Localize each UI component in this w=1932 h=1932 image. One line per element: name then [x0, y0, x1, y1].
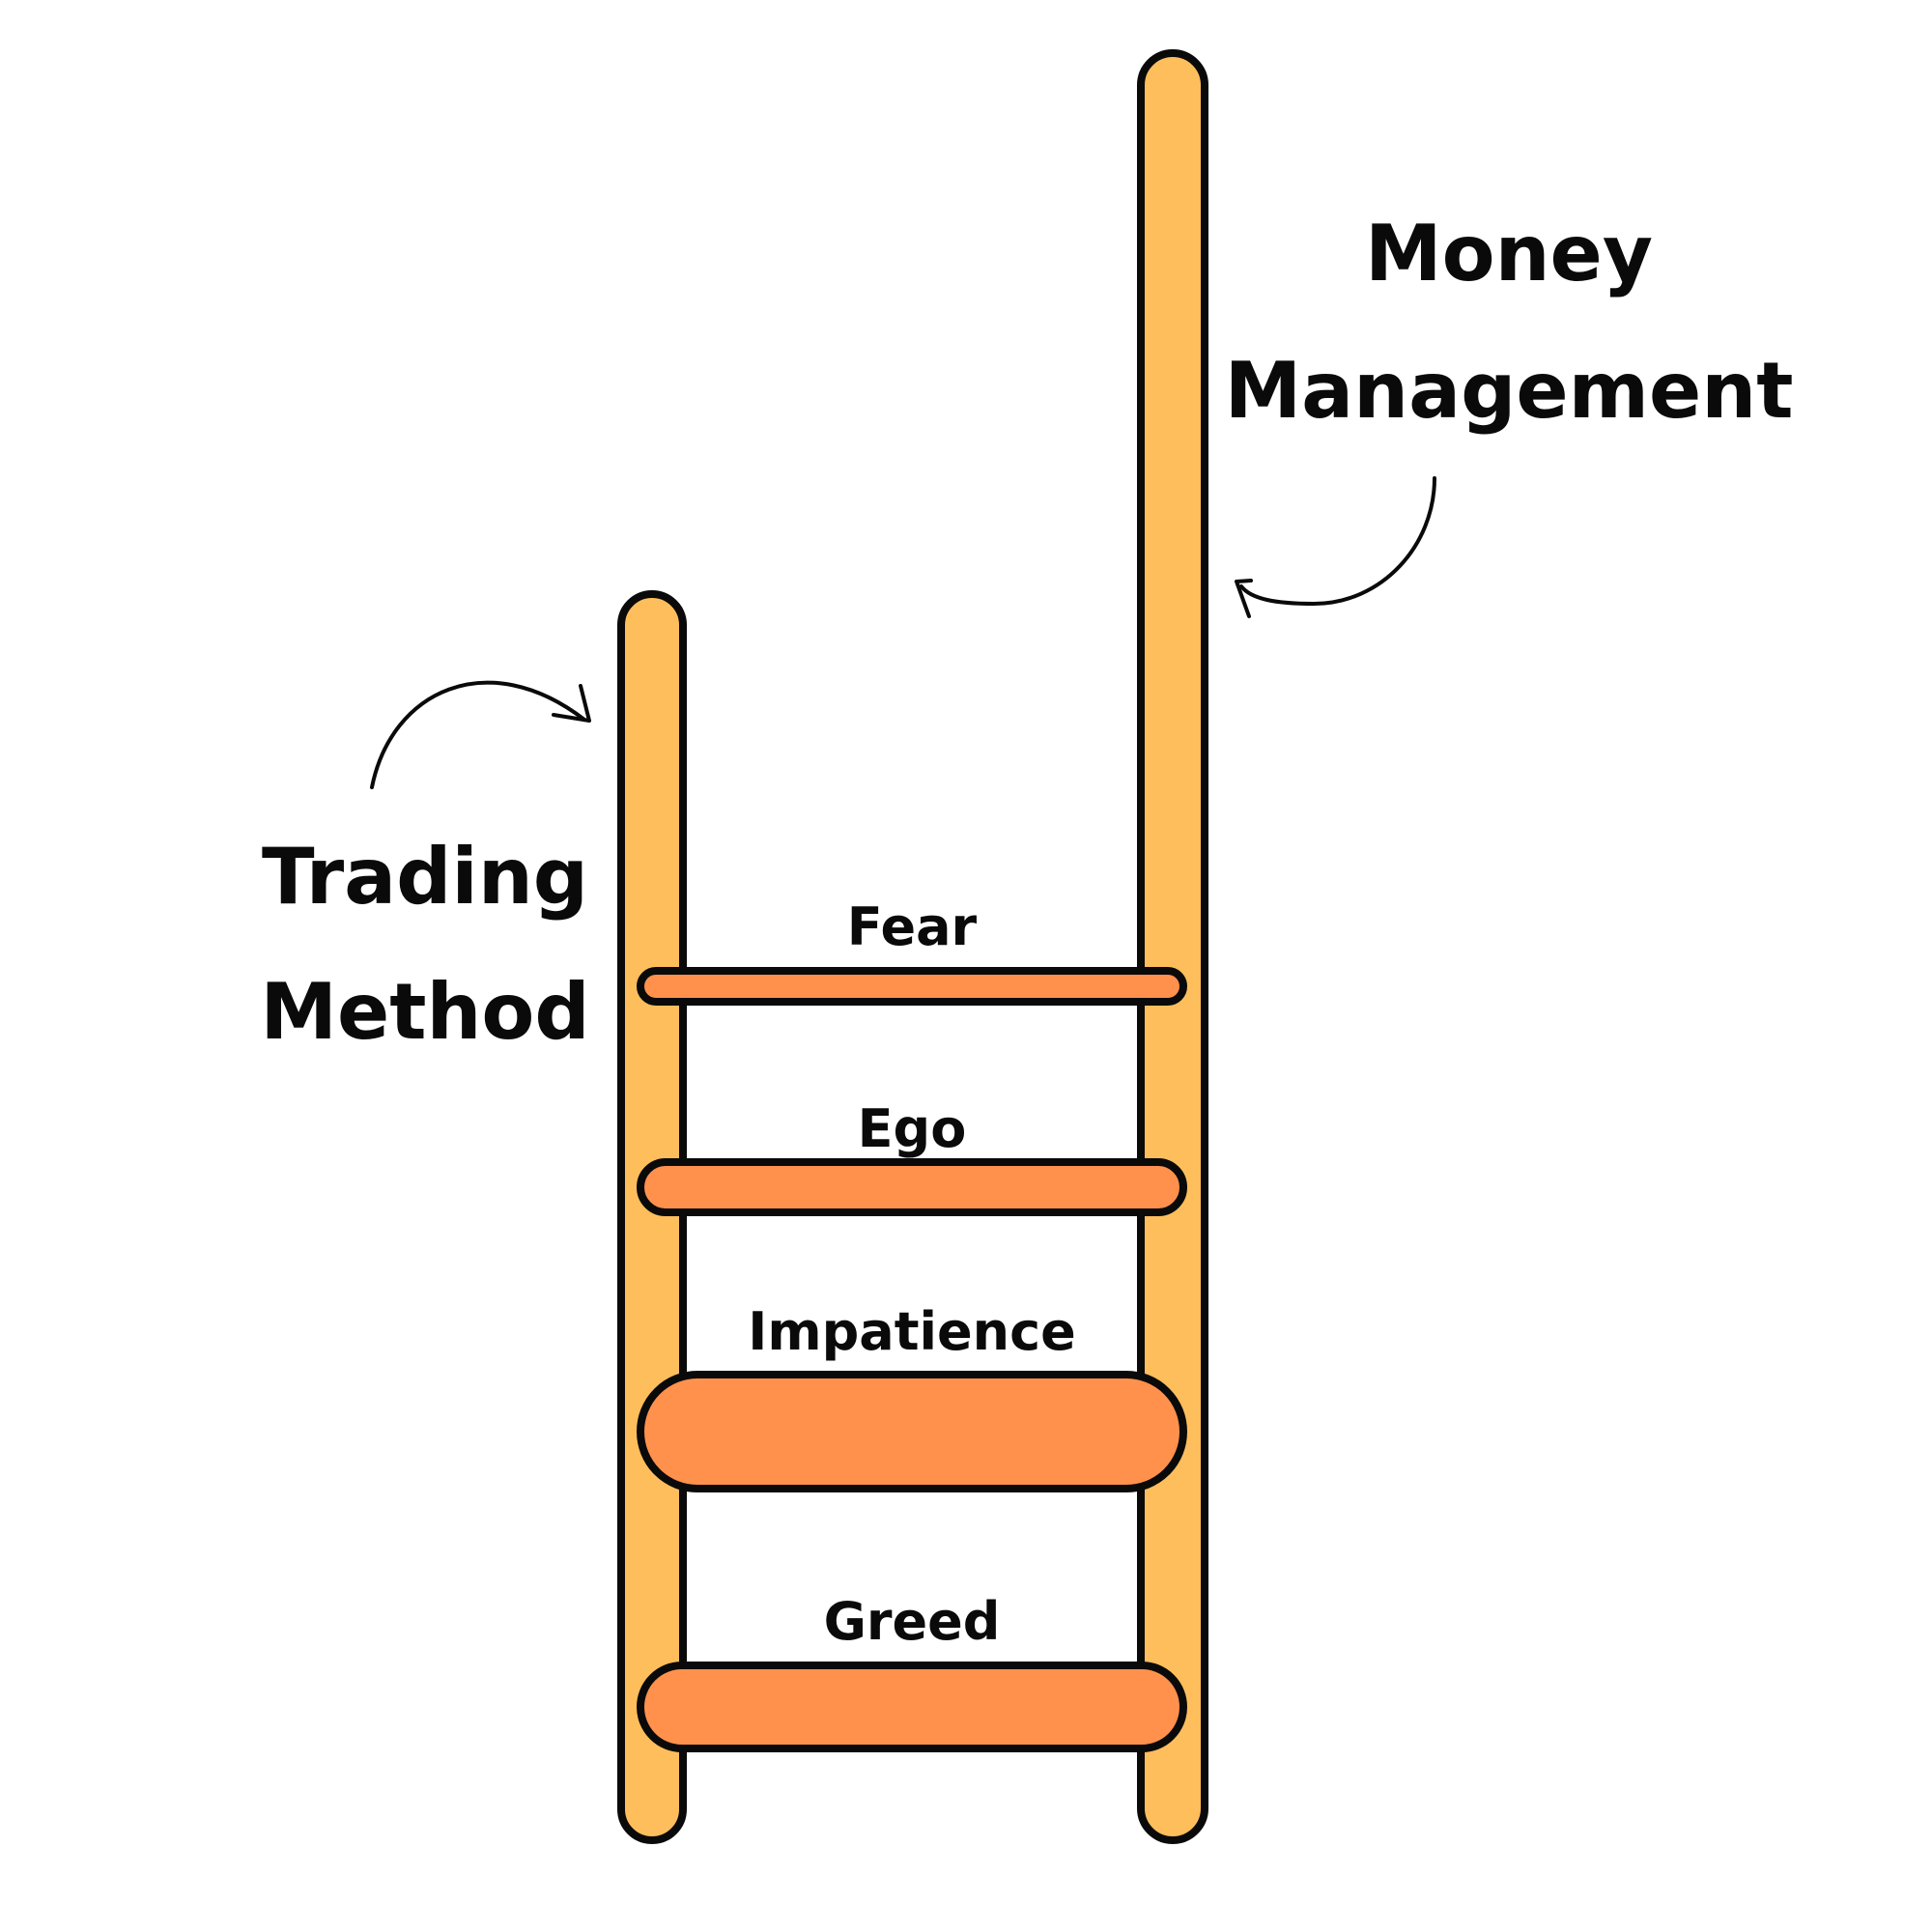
right-rail	[1137, 49, 1208, 1844]
left-rail	[617, 590, 687, 1844]
rung-label-fear: Fear	[847, 896, 978, 957]
rung-fear	[637, 967, 1187, 1006]
trading-method-line1: Trading	[262, 832, 588, 922]
rung-greed	[637, 1662, 1187, 1752]
arrow-trading-method	[370, 680, 591, 789]
arrow-money-management	[1235, 476, 1436, 618]
rung-label-greed: Greed	[824, 1591, 1001, 1652]
money-management-line1: Money	[1365, 209, 1653, 298]
trading-method-line2: Method	[260, 967, 589, 1057]
rung-ego	[637, 1158, 1187, 1216]
money-management-line2: Management	[1225, 346, 1794, 436]
rung-label-impatience: Impatience	[748, 1301, 1075, 1362]
rung-impatience	[637, 1371, 1187, 1492]
rung-label-ego: Ego	[858, 1098, 967, 1159]
